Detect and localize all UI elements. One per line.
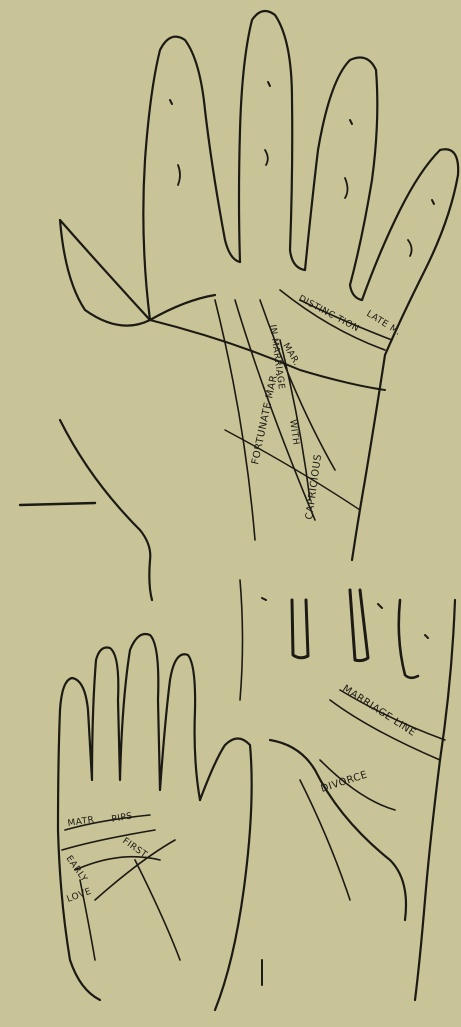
upper-hand-finger-2 [239,11,305,270]
label-capricious: CAPRICIOUS [304,453,324,520]
label-divorce: DIVORCE [320,769,369,794]
label-distinction: DISTINC TION [297,294,361,334]
upper-hand [20,11,458,600]
upper-hand-heel [60,420,152,600]
label-maturity: MATR [67,815,95,829]
label-early: EARLY [64,854,89,884]
label-late-marriage: LATE M. [364,309,402,338]
lower-right-hand-labels: MARRIAGE LINE DIVORCE [320,683,418,795]
label-pips: PIPS [111,811,134,825]
lower-right-hand-finger-2 [350,590,368,661]
lower-right-hand-finger-3 [399,600,418,678]
label-love: LOVE [66,887,93,905]
upper-hand-labels: FORTUNATE MAR. DISTINC TION LATE M. MAR.… [250,294,402,521]
upper-hand-thumb-inner [150,295,215,320]
upper-hand-finger-1 [143,37,240,320]
lower-right-hand-finger-1 [292,600,308,658]
lower-left-hand-thumb [200,739,252,1011]
lower-right-hand-thumb [270,740,406,920]
lower-left-hand-fingers [58,634,200,960]
upper-hand-finger-3 [305,58,377,300]
upper-hand-thumb [60,220,150,326]
lower-right-hand [240,580,455,1000]
lower-right-hand-palm-edge [415,600,455,1000]
